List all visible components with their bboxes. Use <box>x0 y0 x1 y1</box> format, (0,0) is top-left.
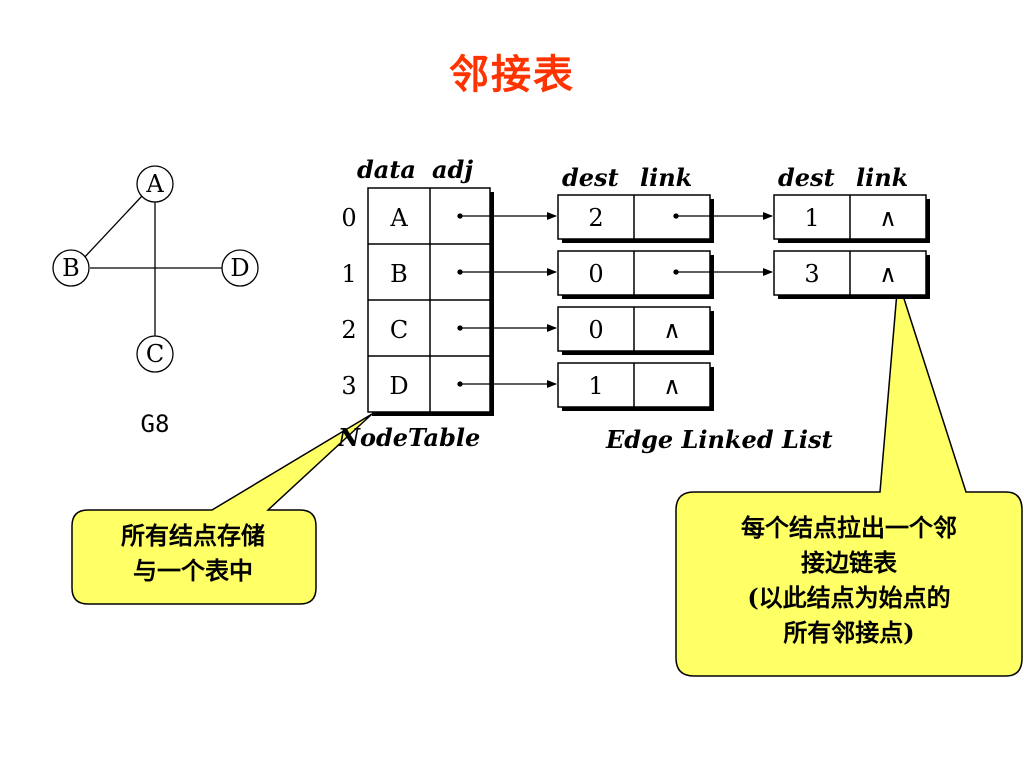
node-data-c: C <box>390 316 408 344</box>
index-3: 3 <box>341 372 356 400</box>
graph-node-c: C <box>146 340 164 368</box>
callout-right-line-4: 所有邻接点) <box>783 618 915 647</box>
edge-list-pointers <box>673 212 773 276</box>
node-table: data adj 0 1 2 3 A B C D NodeTable <box>337 155 494 452</box>
header-dest-2: dest <box>778 163 835 192</box>
header-dest-1: dest <box>562 163 619 192</box>
header-data: data <box>357 155 416 184</box>
graph-node-b: B <box>62 254 80 282</box>
header-link-1: link <box>640 163 692 192</box>
graph-g8: A B D C G8 <box>52 165 259 438</box>
graph-node-a: A <box>145 170 164 198</box>
edge-dest-3: 1 <box>588 372 603 400</box>
edge-dest-0: 2 <box>588 204 603 232</box>
index-1: 1 <box>341 260 356 288</box>
header-link-2: link <box>856 163 908 192</box>
callout-right-line-3: (以此结点为始点的 <box>747 583 951 612</box>
callout-left-line-2: 与一个表中 <box>133 556 253 585</box>
callout-left-balloon <box>71 413 373 605</box>
node-table-pointers <box>457 212 557 388</box>
callout-left-text: 所有结点存储 与一个表中 <box>70 518 316 588</box>
graph-node-d: D <box>230 254 249 282</box>
edge-dest-0-next: 1 <box>804 204 819 232</box>
callout-right-text: 每个结点拉出一个邻 接边链表 (以此结点为始点的 所有邻接点) <box>676 510 1022 650</box>
null-link-0-next: ∧ <box>879 204 897 232</box>
node-table-caption: NodeTable <box>337 423 480 452</box>
null-link-2: ∧ <box>663 316 681 344</box>
null-link-3: ∧ <box>663 372 681 400</box>
callout-right-balloon <box>675 279 1023 677</box>
index-0: 0 <box>341 204 356 232</box>
edge-dest-2: 0 <box>588 316 603 344</box>
callout-right-line-1: 每个结点拉出一个邻 <box>741 513 957 542</box>
edge-dest-1-next: 3 <box>804 260 819 288</box>
null-link-1-next: ∧ <box>879 260 897 288</box>
callout-right-line-2: 接边链表 <box>801 548 897 577</box>
header-adj: adj <box>432 155 473 184</box>
edge-list-column-1: dest link 2 0 0 1 ∧ ∧ Edge Linked List <box>557 163 833 454</box>
callout-left-line-1: 所有结点存储 <box>121 521 265 550</box>
edge-list-column-2: dest link 1 3 ∧ ∧ <box>773 163 930 299</box>
page-title: 邻接表 <box>449 51 575 98</box>
edge-dest-1: 0 <box>588 260 603 288</box>
node-data-b: B <box>390 260 408 288</box>
edge-list-caption: Edge Linked List <box>605 425 833 454</box>
graph-label: G8 <box>141 410 170 438</box>
node-data-a: A <box>389 204 408 232</box>
index-2: 2 <box>341 316 356 344</box>
node-data-d: D <box>389 372 408 400</box>
